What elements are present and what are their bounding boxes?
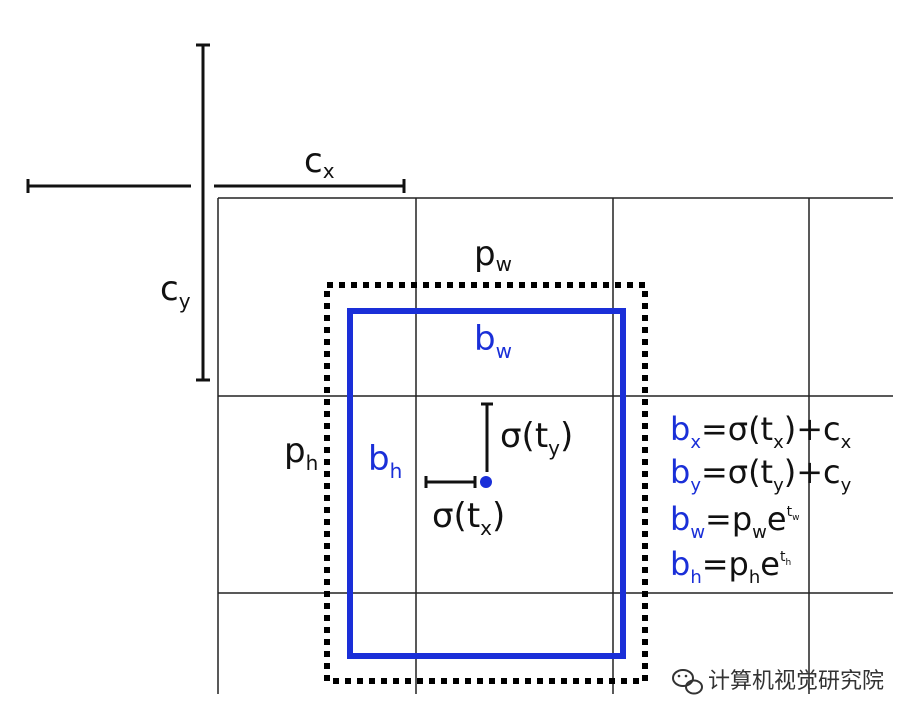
sigma-tx-bar [424,476,477,488]
bw-label: bw [474,319,512,363]
wechat-icon [672,669,703,695]
predicted-bbox [347,308,626,659]
center-dot [480,476,492,488]
watermark-text: 计算机视觉研究院 [708,669,884,694]
sigma-tx-label: σ(tx) [432,496,505,540]
equation-bw: bw=pwetw [670,500,799,543]
bh-label: bh [368,439,402,483]
cy-dimension [196,43,210,382]
watermark: 计算机视觉研究院 [672,669,884,695]
cy-label: cy [160,269,191,313]
prior-box [324,282,648,684]
equation-by: by=σ(ty)+cy [670,453,852,496]
equation-bx: bx=σ(tx)+cx [670,410,852,453]
cx-dimension [26,179,406,193]
equations: bx=σ(tx)+cx by=σ(ty)+cy bw=pwetw bh=phet… [670,410,852,588]
pw-label: pw [474,234,512,276]
grid [217,197,893,694]
cx-label: cx [304,141,335,183]
sigma-ty-label: σ(ty) [500,416,573,460]
sigma-ty-bar [481,402,493,472]
equation-bh: bh=pheth [670,545,791,588]
ph-label: ph [284,431,318,475]
